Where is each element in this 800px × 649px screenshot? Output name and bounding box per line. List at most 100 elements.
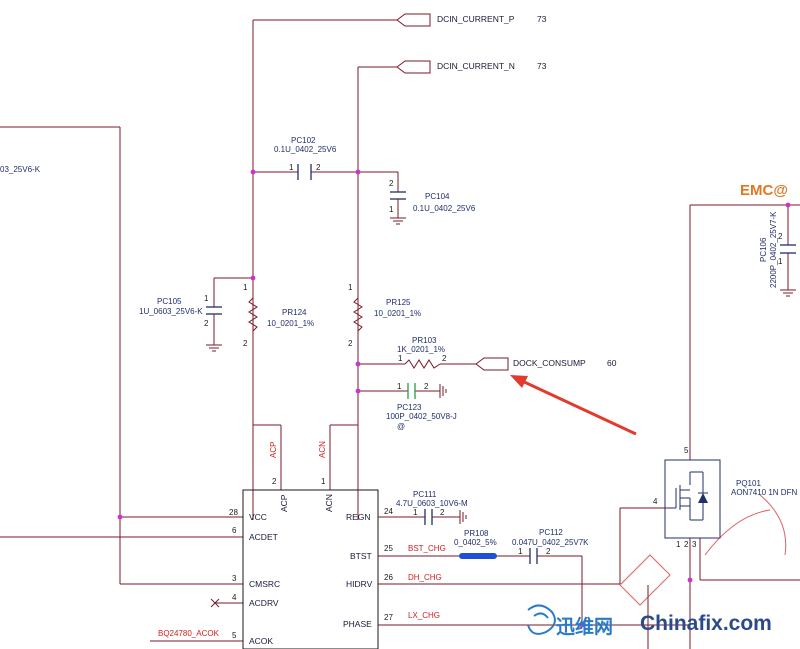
connector-dcin-p (396, 13, 431, 27)
pr125-pin2: 2 (348, 339, 353, 348)
ground-pc105 (206, 344, 222, 352)
pc105-ref: PC105 (157, 297, 182, 306)
net-label-bq24780-acok: BQ24780_ACOK (158, 629, 219, 638)
pc102-pin2: 2 (316, 163, 321, 172)
page-ref-dcin-current-p: 73 (537, 14, 547, 24)
net-label-acp: ACP (269, 441, 278, 458)
pc104-value: 0.1U_0402_25V6 (413, 204, 476, 213)
junction (355, 388, 361, 394)
emc-label: EMC@ (740, 182, 788, 199)
ic-pin-acdet: ACDET (249, 532, 278, 542)
pc112-pin2: 2 (546, 547, 551, 556)
pr103-pin2: 2 (442, 354, 447, 363)
pr125-ref: PR125 (386, 298, 411, 307)
ic-pin-acn-name: ACN (324, 494, 334, 512)
net-label-dcin-current-n: DCIN_CURRENT_N (437, 61, 515, 71)
pc123-pin2: 2 (424, 382, 429, 391)
junction (355, 361, 361, 367)
ic-pin-num: 27 (384, 613, 393, 622)
pr124-pin2: 2 (243, 339, 248, 348)
ic-pin-hidrv: HIDRV (346, 579, 373, 589)
junction (579, 622, 585, 628)
pc102-ref: PC102 (291, 136, 316, 145)
ic-pin-num: 4 (232, 593, 237, 602)
pc112-pin1: 1 (518, 547, 523, 556)
pc123-ref: PC123 (397, 403, 422, 412)
net-label-dh-chg: DH_CHG (408, 573, 442, 582)
cut-off-label: 03_25V6-K (0, 165, 41, 174)
ground-pc106 (780, 289, 796, 297)
pr103-pin1: 1 (398, 354, 403, 363)
pc111-value: 4.7U_0603_10V6-M (396, 499, 468, 508)
pq101-pin: 1 (676, 540, 681, 549)
ic-pin-regn: REGN (346, 512, 371, 522)
pc123-mark: @ (397, 422, 406, 431)
pc104-pin1: 1 (389, 205, 394, 214)
net-label-dcin-current-p: DCIN_CURRENT_P (437, 14, 515, 24)
pr125-value: 10_0201_1% (374, 309, 422, 318)
ground-pc111 (459, 510, 467, 524)
ic-pin-cmsrc: CMSRC (249, 579, 281, 589)
junction (785, 202, 791, 208)
ground-pc104 (390, 217, 406, 225)
pr125-pin1: 1 (348, 283, 353, 292)
pc123-pin1: 1 (397, 382, 402, 391)
junction (250, 169, 256, 175)
pc106-pin1: 1 (778, 257, 783, 266)
charger-ic-body (242, 489, 379, 649)
pq101-pin: 4 (653, 497, 658, 506)
ic-pin-num: 25 (384, 544, 393, 553)
ground-pc123 (439, 384, 447, 398)
junction (355, 169, 361, 175)
pq101-pin: 2 (684, 540, 689, 549)
pc106-ref: PC106 (759, 237, 768, 262)
ic-pin-acp-name: ACP (279, 494, 289, 512)
pr124-value: 10_0201_1% (267, 319, 315, 328)
pq101-value: AON7410 1N DFN (731, 488, 798, 497)
pc105-value: 1U_0603_25V6-K (139, 307, 203, 316)
watermark-xunwei: 迅维网 (556, 617, 614, 638)
junction (687, 577, 693, 583)
pq101-pin: 5 (684, 446, 689, 455)
ic-pin-vcc: VCC (249, 512, 267, 522)
pr108-value: 0_0402_5% (454, 538, 497, 547)
ic-pin-phase: PHASE (343, 619, 372, 629)
pc105-pin1: 1 (204, 294, 209, 303)
pr124-resistor (248, 297, 258, 332)
pc112-value: 0.047U_0402_25V7K (512, 538, 589, 547)
page-ref-dcin-current-n: 73 (537, 61, 547, 71)
pc104-pin2: 2 (389, 179, 394, 188)
ic-pin-acdrv: ACDRV (249, 598, 279, 608)
pr108-ref: PR108 (464, 529, 489, 538)
pc111-pin1: 1 (413, 508, 418, 517)
ic-pin-num: 26 (384, 573, 393, 582)
net-label-acn: ACN (318, 441, 327, 458)
connector-dcin-n (396, 60, 431, 74)
ic-pin-acp-num: 2 (272, 477, 277, 486)
pc111-ref: PC111 (413, 490, 437, 499)
ic-pin-acok: ACOK (249, 636, 274, 646)
pr124-ref: PR124 (282, 308, 307, 317)
pr103-ref: PR103 (412, 336, 437, 345)
watermark-letters (619, 554, 671, 606)
pc106-pin2: 2 (778, 232, 783, 241)
ic-pin-btst: BTST (350, 551, 372, 561)
page-ref-dock-consump: 60 (607, 358, 617, 368)
pc102-pin1: 1 (289, 163, 294, 172)
pr124-pin1: 1 (243, 283, 248, 292)
pq101-diode (698, 493, 708, 503)
net-label-dock-consump: DOCK_CONSUMP (513, 358, 586, 368)
connector-dock-consump (475, 357, 509, 371)
junction (117, 514, 123, 520)
net-label-bst-chg: BST_CHG (408, 544, 446, 553)
pq101-pin: 3 (692, 540, 697, 549)
watermark-logo (527, 604, 556, 635)
ic-pin-num: 24 (384, 507, 393, 516)
net-label-lx-chg: LX_CHG (408, 611, 441, 620)
pc123-value: 100P_0402_50V8-J (386, 412, 457, 421)
pc106-value: 2200P_0402_25V7-K (769, 211, 778, 288)
pc104-ref: PC104 (425, 192, 450, 201)
pc111-pin2: 2 (440, 508, 445, 517)
annotation-arrow (519, 378, 637, 436)
